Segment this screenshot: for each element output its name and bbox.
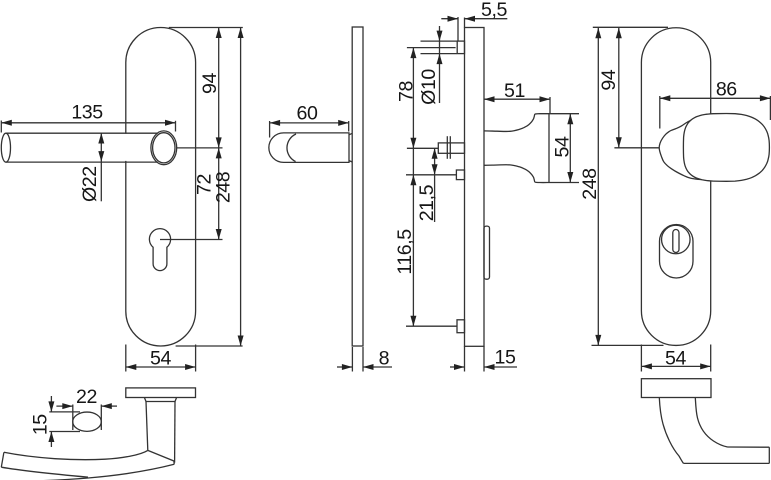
svg-text:51: 51 [504, 80, 525, 102]
svg-text:248: 248 [212, 171, 234, 203]
svg-text:54: 54 [551, 136, 573, 157]
svg-text:Ø22: Ø22 [79, 166, 101, 202]
svg-text:94: 94 [199, 73, 221, 94]
svg-text:248: 248 [579, 168, 601, 200]
svg-text:135: 135 [71, 102, 103, 124]
svg-text:54: 54 [150, 348, 171, 370]
svg-text:116,5: 116,5 [394, 229, 416, 275]
svg-text:22: 22 [76, 386, 97, 408]
svg-text:15: 15 [29, 414, 51, 435]
svg-text:5,5: 5,5 [481, 0, 507, 21]
svg-text:78: 78 [395, 81, 417, 102]
svg-text:Ø10: Ø10 [418, 69, 440, 105]
svg-text:94: 94 [598, 69, 620, 90]
svg-text:15: 15 [495, 347, 516, 369]
svg-text:60: 60 [297, 102, 318, 124]
svg-text:21,5: 21,5 [416, 184, 438, 221]
svg-text:54: 54 [665, 348, 686, 370]
svg-text:72: 72 [194, 174, 216, 195]
svg-text:86: 86 [716, 79, 737, 101]
svg-text:8: 8 [379, 348, 390, 370]
